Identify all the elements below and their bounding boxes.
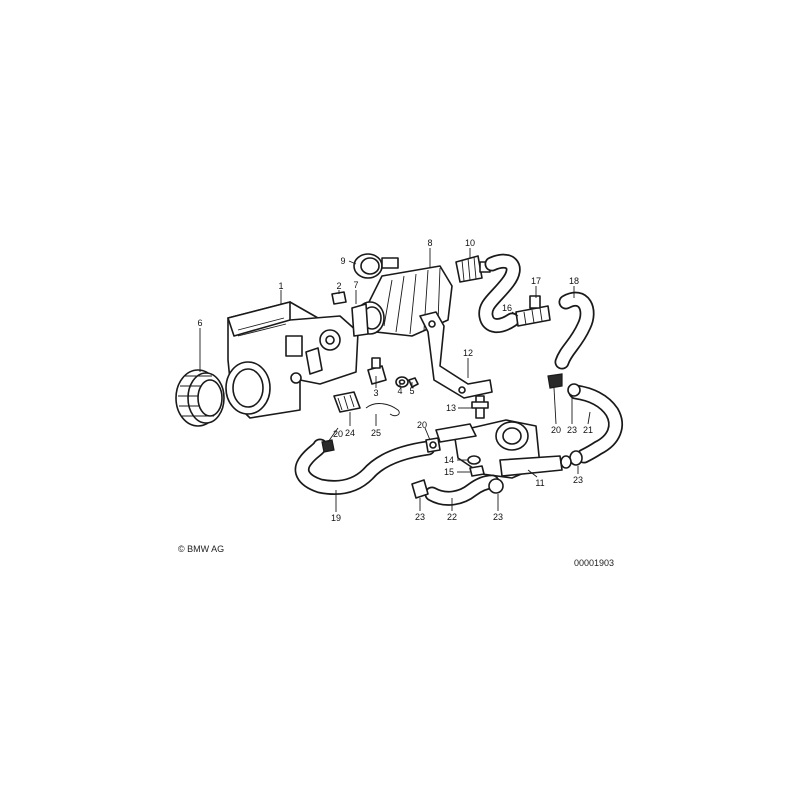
clamp-23-bottom-left [411,479,429,499]
callout-12: 12 [463,348,473,358]
callout-15: 15 [444,467,454,477]
copyright-label: © BMW AG [178,544,225,554]
clip-15 [469,465,485,477]
hose-18-part [554,291,595,370]
wire-clip-part [365,403,400,417]
callout-20-mid: 20 [417,420,427,430]
callout-21: 21 [583,425,593,435]
clamp-23-bottom-right [488,478,504,494]
callout-9: 9 [340,256,345,266]
callout-14: 14 [444,455,454,465]
callout-10: 10 [465,238,475,248]
leader-lines [199,248,591,512]
hose-connector-part [455,255,491,283]
plug-part [333,391,361,413]
callout-4: 4 [397,386,402,396]
clamp-20-right [547,373,563,389]
callout-3: 3 [373,388,378,398]
callout-24: 24 [345,428,355,438]
callout-11: 11 [535,478,544,488]
bracket-part [419,311,493,399]
hose-clamp-part [353,253,399,279]
grommet-14 [467,455,481,465]
lower-middle-hose-part [424,474,500,506]
air-flow-meter-part [225,301,359,419]
callout-7: 7 [353,280,358,290]
callout-23-lower-right: 23 [573,475,583,485]
callout-2: 2 [336,281,341,291]
callout-17: 17 [531,276,541,286]
callout-19: 19 [331,513,341,523]
valve-stem-part [471,395,489,419]
diagram-number: 00001903 [574,558,615,568]
callout-23-bottom-left: 23 [415,512,425,522]
callout-23-right: 23 [567,425,577,435]
clamp-20-mid [425,437,441,453]
clamp-23-right [567,383,581,397]
callout-18: 18 [569,276,579,286]
callout-22: 22 [447,512,457,522]
callout-23-bottom-right: 23 [493,512,503,522]
nut-part [331,291,347,305]
upper-hose-part [478,253,521,333]
callout-5: 5 [409,386,414,396]
callout-6: 6 [197,318,202,328]
callout-16: 16 [502,303,512,313]
right-hose-part [568,384,623,464]
callout-20-right: 20 [551,425,561,435]
lower-left-hose-part [294,438,436,495]
callout-25: 25 [371,428,381,438]
clamp-23-lower-right [560,450,583,469]
callout-13: 13 [446,403,456,413]
callout-labels: 1 2 3 4 5 6 7 8 9 10 11 12 13 14 15 16 1… [197,238,593,523]
washer-part [395,376,409,388]
temp-sensor-part [367,357,387,385]
idle-valve-part [435,419,563,479]
callout-8: 8 [427,238,432,248]
callout-1: 1 [278,281,283,291]
t-connector-part [515,295,551,327]
nut-5-part [408,377,419,388]
callout-20-left: 20 [333,429,343,439]
ring-clamp-part [175,369,225,427]
